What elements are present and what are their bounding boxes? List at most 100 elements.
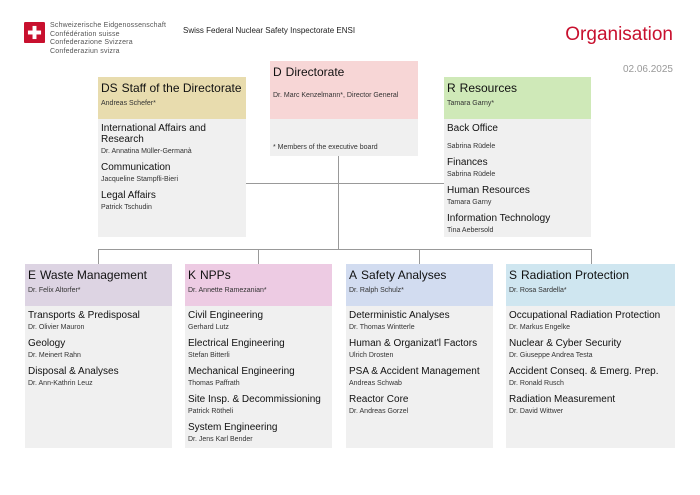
division-code: DS <box>101 81 118 95</box>
division-code: D <box>273 65 282 79</box>
unit-head: Thomas Paffrath <box>188 380 240 387</box>
list-item: Accident Conseq. & Emerg. Prep. Dr. Rona… <box>509 366 672 388</box>
division-head: Dr. Ralph Schulz* <box>349 287 404 294</box>
page-date: 02.06.2025 <box>622 64 673 75</box>
connector-line <box>98 249 99 264</box>
confederation-line: Confederazione Svizzera <box>50 39 133 47</box>
list-item: Finances Sabrina Rüdele <box>447 157 588 179</box>
list-item: Geology Dr. Meinert Rahn <box>28 338 169 360</box>
division-code: R <box>447 81 456 95</box>
list-item: Information Technology Tina Aebersold <box>447 213 588 235</box>
unit-name: PSA & Accident Management <box>349 366 480 377</box>
unit-name: International Affairs and Research <box>101 123 206 145</box>
unit-name: Occupational Radiation Protection <box>509 310 661 321</box>
division-name: Staff of the Directorate <box>121 81 242 95</box>
unit-name: Communication <box>101 162 171 173</box>
unit-name: Geology <box>28 338 66 349</box>
list-item: Occupational Radiation Protection Dr. Ma… <box>509 310 672 332</box>
unit-head: Gerhard Lutz <box>188 324 229 331</box>
division-name: NPPs <box>200 268 231 282</box>
division-name: Safety Analyses <box>361 268 447 282</box>
unit-name: Civil Engineering <box>188 310 264 321</box>
division-name: Directorate <box>285 65 345 79</box>
unit-name: Legal Affairs <box>101 190 156 201</box>
list-item: Disposal & Analyses Dr. Ann-Kathrin Leuz <box>28 366 169 388</box>
staff-units: International Affairs and Research Dr. A… <box>98 119 246 221</box>
unit-head: Sabrina Rüdele <box>447 143 496 150</box>
unit-name: Information Technology <box>447 213 551 224</box>
division-head: Tamara Garny* <box>447 100 495 107</box>
connector-line <box>419 249 420 264</box>
unit-head: Patrick Tschudin <box>101 204 152 211</box>
list-item: Site Insp. & Decommissioning Patrick Röt… <box>188 394 329 416</box>
unit-name: Mechanical Engineering <box>188 366 295 377</box>
unit-name: Human Resources <box>447 185 530 196</box>
list-item: Reactor Core Dr. Andreas Gorzel <box>349 394 490 416</box>
unit-name: Disposal & Analyses <box>28 366 119 377</box>
list-item: Back Office Sabrina Rüdele <box>447 123 588 151</box>
page-title: Organisation <box>565 24 673 45</box>
unit-name: System Engineering <box>188 422 278 433</box>
division-head: Dr. Felix Altorfer* <box>28 287 81 294</box>
unit-name: Electrical Engineering <box>188 338 285 349</box>
division-name: Waste Management <box>40 268 147 282</box>
swiss-cross-logo-icon <box>24 22 45 43</box>
list-item: Human Resources Tamara Garny <box>447 185 588 207</box>
list-item: Deterministic Analyses Dr. Thomas Wintte… <box>349 310 490 332</box>
connector-line <box>258 249 259 264</box>
unit-head: Dr. Andreas Gorzel <box>349 408 409 415</box>
division-code: K <box>188 268 197 282</box>
unit-head: Dr. David Wittwer <box>509 408 564 415</box>
list-item: Human & Organizat'l Factors Ulrich Drost… <box>349 338 490 360</box>
unit-head: Dr. Olivier Mauron <box>28 324 85 331</box>
unit-head: Dr. Giuseppe Andrea Testa <box>509 352 593 359</box>
unit-name: Accident Conseq. & Emerg. Prep. <box>509 366 659 377</box>
list-item: Communication Jacqueline Stampfli-Bieri <box>101 162 243 184</box>
unit-head: Dr. Ann-Kathrin Leuz <box>28 380 93 387</box>
confederation-line: Schweizerische Eidgenossenschaft <box>50 22 167 29</box>
division-head: Dr. Rosa Sardella* <box>509 287 567 294</box>
division-code: E <box>28 268 37 282</box>
division-code: S <box>509 268 518 282</box>
unit-name: Finances <box>447 157 488 168</box>
waste-management-units: Transports & Predisposal Dr. Olivier Mau… <box>25 306 172 397</box>
division-head: Dr. Annette Ramezanian* <box>188 287 267 294</box>
division-head: Andreas Schefer* <box>101 100 156 107</box>
list-item: System Engineering Dr. Jens Karl Bender <box>188 422 329 444</box>
unit-head: Dr. Meinert Rahn <box>28 352 81 359</box>
safety-analyses-units: Deterministic Analyses Dr. Thomas Wintte… <box>346 306 493 425</box>
unit-name: Nuclear & Cyber Security <box>509 338 622 349</box>
list-item: Nuclear & Cyber Security Dr. Giuseppe An… <box>509 338 672 360</box>
connector-line <box>338 155 339 249</box>
list-item: International Affairs and Research Dr. A… <box>101 123 243 156</box>
list-item: Legal Affairs Patrick Tschudin <box>101 190 243 212</box>
unit-head: Dr. Thomas Wintterle <box>349 324 415 331</box>
unit-name: Deterministic Analyses <box>349 310 450 321</box>
unit-head: Dr. Annatina Müller-Germanà <box>101 148 192 155</box>
list-item: PSA & Accident Management Andreas Schwab <box>349 366 490 388</box>
unit-name: Transports & Predisposal <box>28 310 140 321</box>
confederation-line: Confédération suisse <box>50 30 120 38</box>
executive-board-note: * Members of the executive board <box>273 144 378 151</box>
confederation-line: Confederaziun svizra <box>50 47 120 55</box>
list-item: Civil Engineering Gerhard Lutz <box>188 310 329 332</box>
unit-head: Sabrina Rüdele <box>447 171 496 178</box>
division-code: A <box>349 268 358 282</box>
list-item: Radiation Measurement Dr. David Wittwer <box>509 394 672 416</box>
connector-line <box>591 249 592 264</box>
unit-name: Reactor Core <box>349 394 409 405</box>
unit-head: Ulrich Drosten <box>349 352 394 359</box>
confederation-names: Schweizerische Eidgenossenschaft Confédé… <box>50 22 166 56</box>
division-name: Radiation Protection <box>521 268 630 282</box>
